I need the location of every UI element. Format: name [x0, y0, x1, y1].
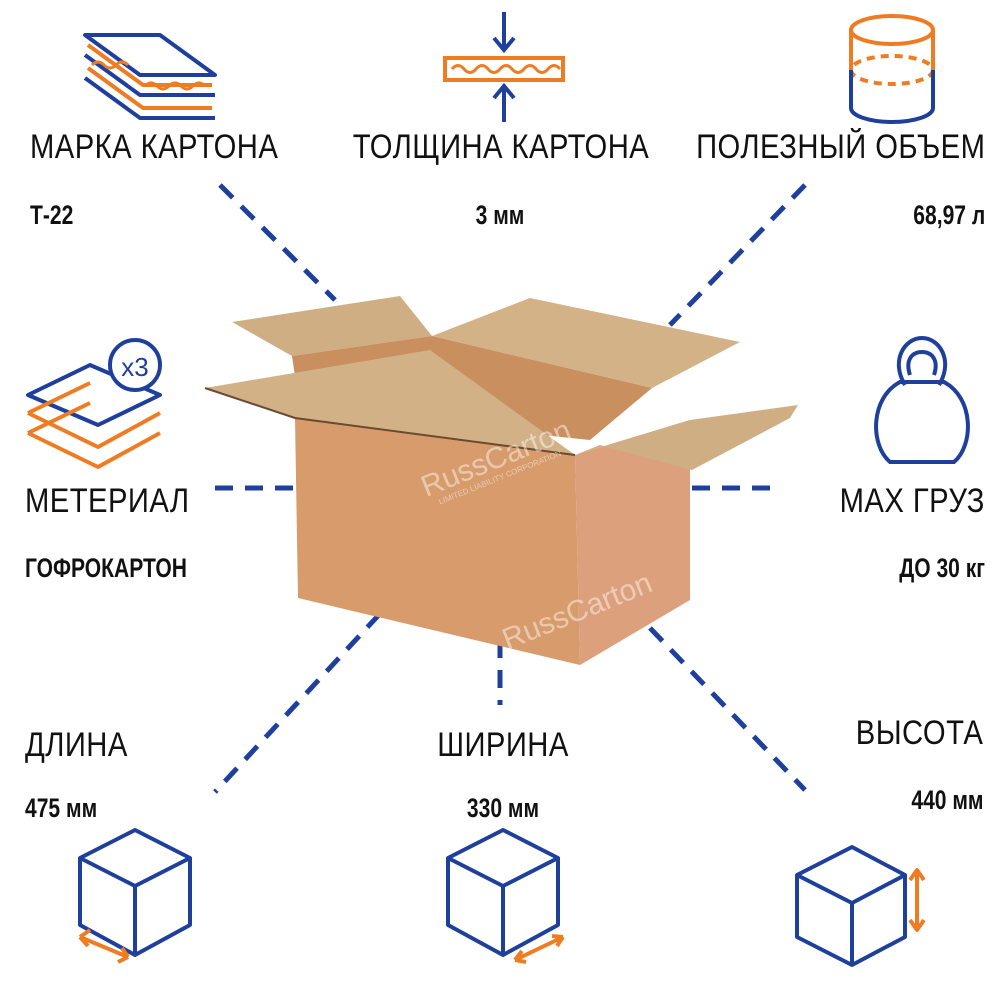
height-label: ВЫСОТА: [855, 714, 983, 752]
cube-length-icon: [78, 828, 192, 964]
width-value: 330 мм: [466, 793, 540, 823]
sheets-stack-icon: x3: [26, 338, 162, 469]
kettlebell-icon: [874, 335, 970, 464]
grade-label: МАРКА КАРТОНА: [30, 128, 279, 166]
max-load-value: ДО 30 кг: [899, 553, 985, 583]
layered-cardboard-icon: [83, 33, 217, 120]
cardboard-box-image: RussCarton LIMITED LIABILITY CORPORATION…: [204, 296, 798, 665]
thickness-icon: [443, 12, 565, 122]
cube-height-icon: [795, 845, 926, 967]
max-load-label: MAX ГРУЗ: [839, 482, 985, 520]
length-label: ДЛИНА: [25, 726, 128, 764]
thickness-value: 3 мм: [475, 200, 525, 230]
volume-label: ПОЛЕЗНЫЙ ОБЪЕМ: [695, 128, 985, 166]
volume-value: 68,97 л: [913, 200, 985, 230]
thickness-label: ТОЛЩИНА КАРТОНА: [352, 128, 650, 166]
connector-lines: [213, 183, 807, 794]
cube-width-icon: [446, 828, 565, 964]
height-value: 440 мм: [910, 785, 983, 815]
grade-value: Т-22: [30, 200, 74, 230]
cylinder-volume-icon: [849, 14, 935, 124]
material-value: ГОФРОКАРТОН: [25, 553, 187, 583]
material-label: МЕТЕРИАЛ: [25, 482, 190, 520]
length-value: 475 мм: [25, 793, 98, 823]
multiplier-badge: x3: [121, 352, 148, 382]
width-label: ШИРИНА: [437, 726, 569, 764]
